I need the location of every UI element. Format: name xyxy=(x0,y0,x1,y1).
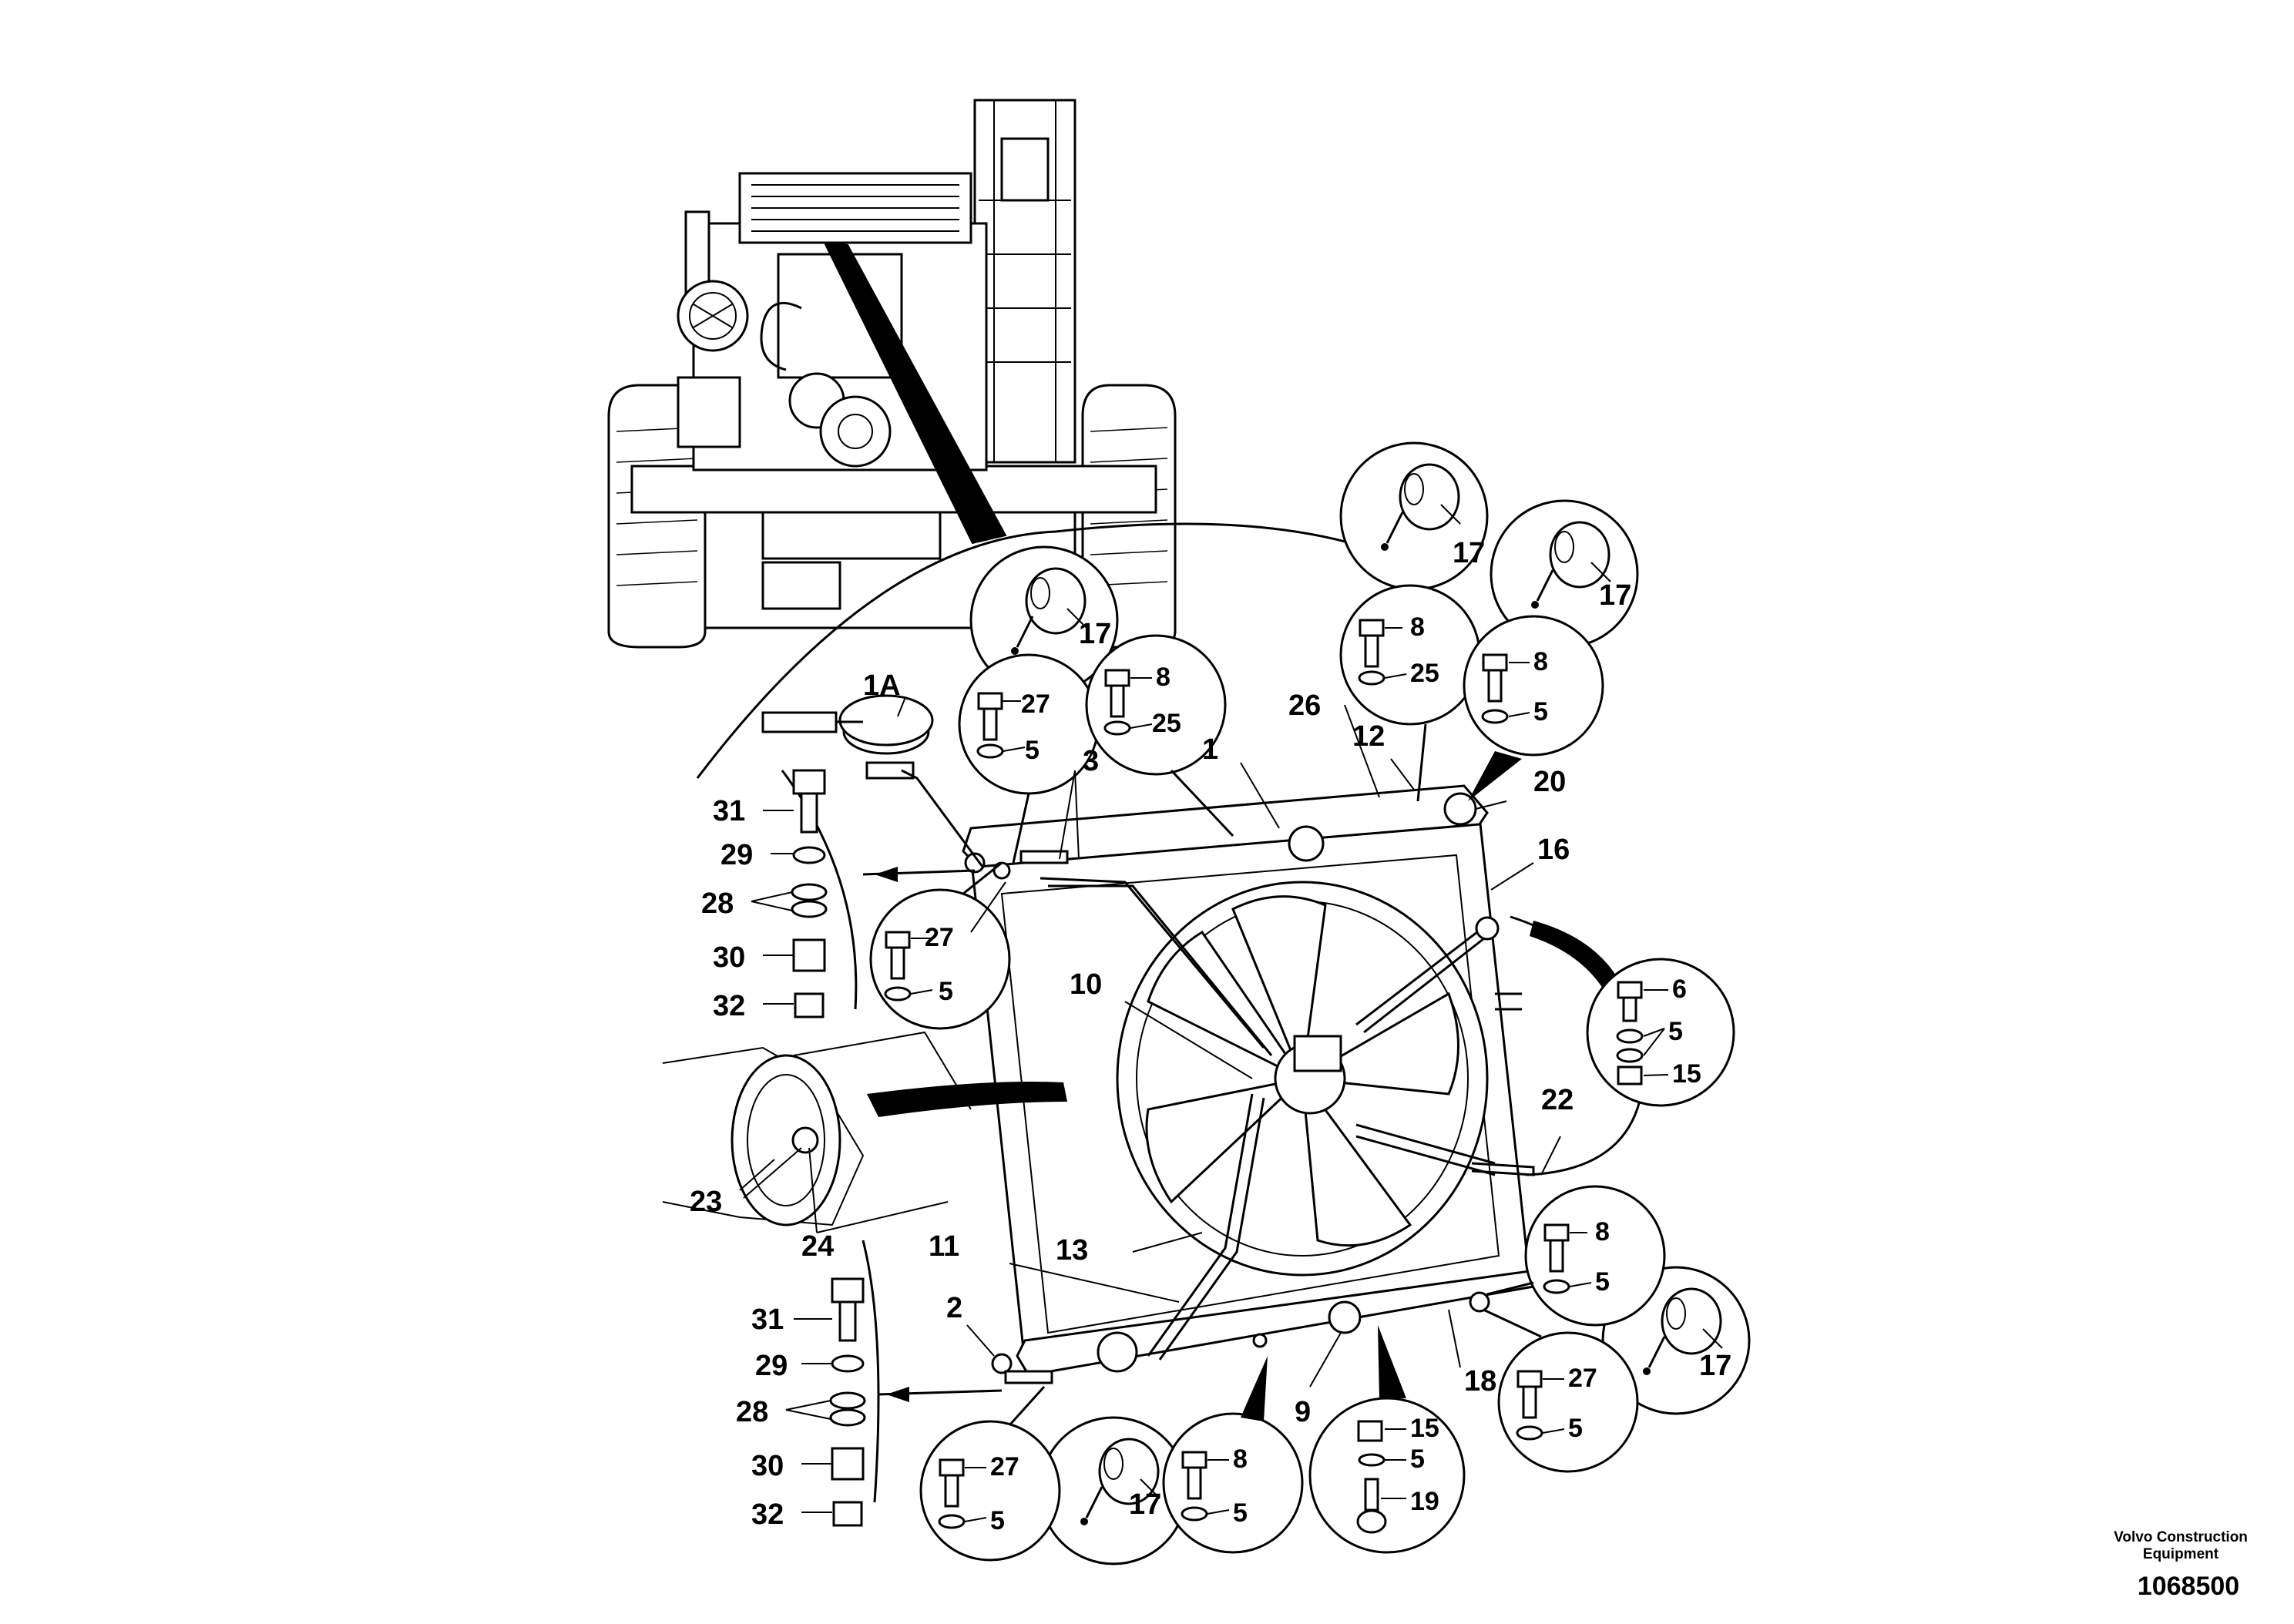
callout-15-k: 15 xyxy=(1410,1414,1439,1443)
detail-f-bolt-washer-nut xyxy=(1586,958,1735,1107)
callout-23: 23 xyxy=(690,1186,722,1218)
callout-5-i: 5 xyxy=(990,1506,1005,1535)
radiator-cap xyxy=(761,694,984,867)
callout-26: 26 xyxy=(1288,690,1321,722)
callout-17-top3: 17 xyxy=(1599,579,1631,612)
callout-32-top: 32 xyxy=(713,990,745,1022)
detail-k-nut-washer-stud xyxy=(1308,1325,1466,1554)
detail-d-bolt-washer xyxy=(1463,615,1604,801)
callout-8-b: 8 xyxy=(1156,663,1171,692)
callout-1a: 1A xyxy=(863,669,901,702)
callout-24: 24 xyxy=(801,1230,834,1263)
callout-11: 11 xyxy=(929,1230,959,1263)
callout-10: 10 xyxy=(1070,968,1102,1001)
callout-3: 3 xyxy=(1083,745,1099,777)
callout-20: 20 xyxy=(1533,766,1566,798)
callout-9: 9 xyxy=(1295,1396,1311,1428)
callout-30-top: 30 xyxy=(713,941,745,974)
callout-5-a: 5 xyxy=(1025,736,1040,765)
detail-i-bolt-washer xyxy=(919,1385,1061,1562)
fan-hub-detail xyxy=(662,1031,972,1233)
callout-5-e: 5 xyxy=(939,977,953,1006)
callout-18: 18 xyxy=(1464,1365,1496,1398)
callout-27-h: 27 xyxy=(1568,1364,1597,1393)
callout-8-g: 8 xyxy=(1595,1217,1610,1247)
callout-27-i: 27 xyxy=(990,1452,1019,1481)
callout-12: 12 xyxy=(1352,720,1385,753)
detail-top2-grease xyxy=(1339,441,1489,591)
lower-mount-stack xyxy=(785,1277,866,1527)
callout-5-h: 5 xyxy=(1568,1414,1583,1443)
detail-j-bolt-washer xyxy=(1162,1356,1304,1554)
callout-28-bot: 28 xyxy=(736,1396,768,1428)
callout-8-j: 8 xyxy=(1233,1444,1248,1474)
detail-top3-grease xyxy=(1490,499,1639,649)
upper-mount-stack xyxy=(751,769,828,1018)
callout-1: 1 xyxy=(1202,733,1218,766)
callout-27-a: 27 xyxy=(1021,690,1050,719)
callout-28-top: 28 xyxy=(701,887,734,920)
detail-g-bolt-washer xyxy=(1486,1185,1666,1327)
callout-5-g: 5 xyxy=(1595,1267,1610,1297)
callout-labels: 1A 1 2 3 9 10 11 12 13 16 18 20 22 23 24… xyxy=(690,537,1731,1535)
detail-h-bolt-washer xyxy=(1483,1308,1639,1473)
view-pointer xyxy=(823,241,1007,545)
detail-top1-grease xyxy=(969,545,1119,695)
callout-5-j: 5 xyxy=(1233,1498,1248,1528)
leader-lines xyxy=(739,696,1561,1387)
detail-b-bolt-washer xyxy=(1085,634,1234,837)
callout-32-bot: 32 xyxy=(751,1498,784,1531)
callout-5-f: 5 xyxy=(1668,1017,1683,1046)
callout-27-e: 27 xyxy=(925,923,954,952)
callout-5-d: 5 xyxy=(1533,697,1548,726)
diagram-reference-number: 1068500 xyxy=(2137,1572,2240,1601)
callout-6-f: 6 xyxy=(1672,975,1687,1004)
callout-17-top2: 17 xyxy=(1453,537,1485,569)
callout-17-top1: 17 xyxy=(1079,618,1111,650)
corp-name: Volvo Construction Equipment xyxy=(2114,1529,2248,1562)
callout-19-k: 19 xyxy=(1410,1487,1439,1516)
filler-neck xyxy=(1288,825,1325,862)
detail-boundary-arc xyxy=(696,522,1388,779)
detail-e-bolt-washer xyxy=(869,861,1011,1030)
callout-25-c: 25 xyxy=(1410,659,1439,688)
callout-30-bot: 30 xyxy=(751,1450,784,1482)
callout-15-f: 15 xyxy=(1672,1059,1701,1089)
callout-31-bot: 31 xyxy=(751,1304,784,1336)
callout-2: 2 xyxy=(946,1292,962,1324)
callout-29-bot: 29 xyxy=(755,1350,788,1382)
callout-16: 16 xyxy=(1537,834,1570,866)
callout-17-br: 17 xyxy=(1699,1350,1731,1382)
callout-8-d: 8 xyxy=(1533,647,1548,676)
detail-c-bolt-washer xyxy=(1339,584,1481,802)
left-lower-arc xyxy=(862,1240,880,1503)
callout-25-b: 25 xyxy=(1152,709,1181,738)
fan-blades xyxy=(1145,895,1459,1247)
radiator-assembly xyxy=(962,784,1535,1384)
callout-8-c: 8 xyxy=(1410,612,1425,642)
callout-13: 13 xyxy=(1056,1234,1088,1267)
callout-29-top: 29 xyxy=(720,839,753,871)
callout-5-k: 5 xyxy=(1410,1444,1425,1474)
callout-17-bot: 17 xyxy=(1129,1488,1161,1521)
callout-31-top: 31 xyxy=(713,795,745,827)
callout-22: 22 xyxy=(1541,1084,1574,1116)
